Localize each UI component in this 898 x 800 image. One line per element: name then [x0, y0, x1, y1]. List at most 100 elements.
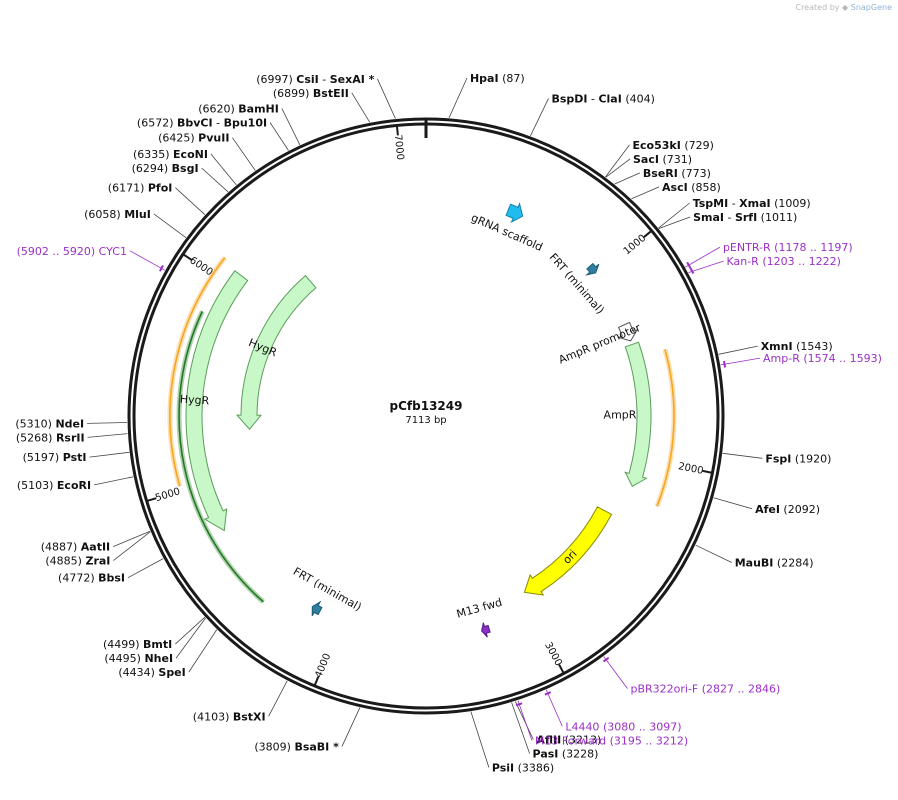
site-position: (6425): [158, 132, 195, 145]
site-position: (6572): [137, 117, 174, 130]
tick-label: 1000: [622, 233, 649, 258]
site-label: AflII (3213): [536, 734, 601, 747]
site-position: (4772): [58, 572, 95, 585]
feature-grna-scaffold[interactable]: gRNA scaffold: [469, 202, 545, 254]
primer-pbr322ori-f[interactable]: pBR322ori-F (2827 .. 2846): [602, 656, 780, 696]
feature-m13-fwd[interactable]: M13 fwd: [455, 596, 504, 638]
site-bsabi[interactable]: (3809) BsaBI *: [254, 707, 361, 754]
site-tspmi[interactable]: TspMI - XmaI (1009): [658, 197, 811, 229]
site-spei[interactable]: (4434) SpeI: [118, 629, 218, 680]
site-maubi[interactable]: MauBI (2284): [695, 544, 814, 569]
site-leader-line: [530, 98, 549, 136]
primer-bind-mark: [689, 267, 695, 274]
site-separator: -: [728, 197, 739, 210]
site-nhei[interactable]: (4495) NheI: [104, 617, 206, 665]
site-position: (4434): [118, 666, 155, 679]
feature-ampr[interactable]: AmpR: [604, 341, 652, 488]
site-label: (4885) ZraI: [45, 555, 110, 568]
site-saci[interactable]: SacI (731): [605, 153, 692, 178]
feature-frt-minimal[interactable]: FRT (minimal): [291, 565, 364, 617]
site-psii[interactable]: PsiI (3386): [470, 711, 555, 775]
site-rsrii[interactable]: (5268) RsrII: [16, 431, 128, 444]
site-smai[interactable]: SmaI - SrfI (1011): [658, 211, 797, 229]
site-pasi[interactable]: PasI (3228): [511, 702, 599, 761]
site-ndei[interactable]: (5310) NdeI: [15, 417, 128, 430]
site-position: (1011): [761, 211, 798, 224]
site-asci[interactable]: AscI (858): [631, 181, 721, 200]
site-label: FspI (1920): [765, 452, 831, 465]
site-leader-line: [341, 707, 361, 747]
tick-label: 6000: [187, 255, 214, 278]
site-enzyme-name: BsaBI *: [294, 741, 339, 754]
orf-bar-green[interactable]: [176, 310, 266, 604]
site-zrai[interactable]: (4885) ZraI: [45, 531, 151, 568]
feature-hygr[interactable]: HygR: [179, 270, 249, 532]
site-ecori[interactable]: (5103) EcoRI: [17, 476, 134, 492]
site-position: (6335): [133, 148, 170, 161]
site-bsgi[interactable]: (6294) BsgI: [132, 162, 229, 193]
site-position: (6294): [132, 162, 169, 175]
site-xmni[interactable]: XmnI (1543): [718, 340, 833, 355]
site-enzyme-name: AflII: [536, 734, 561, 747]
site-leader-line: [113, 530, 151, 547]
primer-cyc1[interactable]: (5902 .. 5920) CYC1: [17, 245, 166, 272]
feature-frt-minimal[interactable]: FRT (minimal): [547, 251, 607, 317]
site-bmti[interactable]: (4499) BmtI: [103, 616, 206, 651]
primer-m13-forward[interactable]: M13 Forward (3195 .. 3212): [515, 700, 689, 748]
feature-ori[interactable]: ori: [523, 506, 613, 596]
app-credit: Created by ◆ SnapGene: [795, 3, 892, 12]
site-bbvci[interactable]: (6572) BbvCI - Bpu10I: [137, 117, 289, 151]
site-bamhi[interactable]: (6620) BamHI: [198, 103, 301, 146]
site-leader-line: [718, 345, 758, 355]
site-eco53ki[interactable]: Eco53kI (729): [605, 139, 714, 178]
site-label: (6425) PvuII: [158, 132, 229, 145]
site-csii[interactable]: (6997) CsiI - SexAI *: [256, 73, 396, 119]
site-bspdi[interactable]: BspDI - ClaI (404): [530, 92, 655, 136]
orf-bar-orange[interactable]: [654, 348, 677, 508]
site-leader-line: [605, 144, 630, 178]
site-econi[interactable]: (6335) EcoNI: [133, 148, 237, 186]
site-aflii[interactable]: AflII (3213): [514, 701, 601, 747]
site-enzyme-name: PvuII: [198, 132, 229, 145]
primer-amp-r[interactable]: Amp-R (1574 .. 1593): [720, 352, 882, 368]
site-position: (2284): [777, 556, 814, 569]
primer-range: (3195 .. 3212): [610, 734, 689, 747]
site-mlui[interactable]: (6058) MluI: [84, 208, 187, 239]
site-label: (4434) SpeI: [118, 666, 185, 679]
site-label: (6620) BamHI: [198, 103, 279, 116]
site-psti[interactable]: (5197) PstI: [23, 451, 130, 464]
site-afei[interactable]: AfeI (2092): [713, 497, 820, 516]
primer-name: M13 Forward: [535, 734, 606, 747]
feature-label: HygR: [179, 393, 210, 408]
site-label: SmaI - SrfI (1011): [693, 211, 797, 224]
site-bseri[interactable]: BseRI (773): [614, 167, 711, 185]
primer-pentr-r[interactable]: pENTR-R (1178 .. 1197): [685, 241, 853, 269]
site-bstxi[interactable]: (4103) BstXI: [193, 680, 288, 723]
tick-mark-2000: [702, 469, 713, 474]
primer-leader-line: [720, 357, 761, 366]
site-bsteii[interactable]: (6899) BstEII: [273, 87, 371, 123]
site-aatii[interactable]: (4887) AatII: [41, 530, 151, 554]
site-enzyme-name: FspI: [765, 452, 791, 465]
primer-kan-r[interactable]: Kan-R (1203 .. 1222): [688, 255, 841, 274]
primer-label: (5902 .. 5920) CYC1: [17, 245, 127, 258]
feature-hygr[interactable]: HygR: [235, 274, 317, 431]
site-enzyme-name: BamHI: [238, 103, 279, 116]
site-label: (6572) BbvCI - Bpu10I: [137, 117, 267, 130]
site-position: (6171): [108, 182, 145, 195]
site-hpai[interactable]: HpaI (87): [448, 72, 525, 119]
site-position: (4887): [41, 541, 78, 554]
site-position: (858): [691, 181, 721, 194]
site-enzyme-name: Eco53kI: [633, 139, 681, 152]
site-bbsi[interactable]: (4772) BbsI: [58, 558, 164, 585]
site-pvuii[interactable]: (6425) PvuII: [158, 132, 256, 171]
primer-range: (5902 .. 5920): [17, 245, 96, 258]
orf-bar-orange[interactable]: [167, 256, 227, 487]
site-enzyme-name: BseRI: [643, 167, 678, 180]
primer-l4440[interactable]: L4440 (3080 .. 3097): [544, 689, 682, 734]
site-leader-line: [351, 92, 371, 123]
site-fspi[interactable]: FspI (1920): [722, 452, 832, 465]
site-position: (3386): [518, 762, 555, 775]
site-pfoi[interactable]: (6171) PfoI: [108, 182, 206, 215]
orf-layer: [167, 256, 677, 604]
